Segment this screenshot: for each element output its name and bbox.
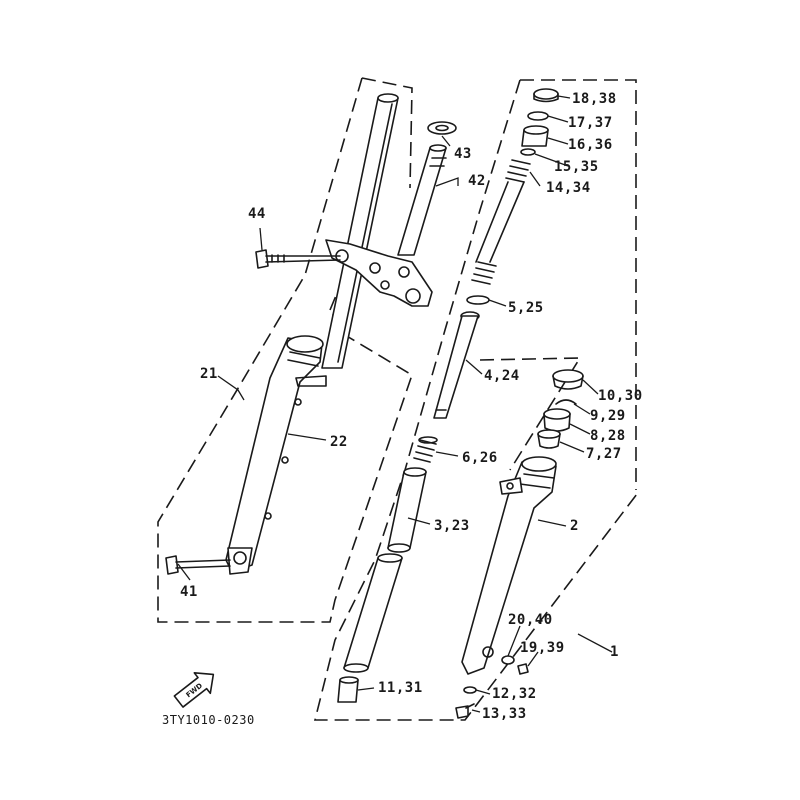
washer-15 <box>520 148 536 156</box>
label-18-38: 18,38 <box>572 91 617 107</box>
label-7-27: 7,27 <box>586 446 622 462</box>
label-12-32: 12,32 <box>492 686 537 702</box>
bolt-19 <box>517 663 529 675</box>
circlip-9 <box>555 399 577 405</box>
inner-tube-lower <box>343 553 403 673</box>
label-2: 2 <box>570 518 579 534</box>
bushing-11 <box>337 676 359 703</box>
label-21: 21 <box>200 366 218 382</box>
label-5-25: 5,25 <box>508 300 544 316</box>
axle-bolt-41 <box>165 555 231 575</box>
right-assembly-boundary <box>313 79 641 721</box>
callout-labels: 18,38 17,37 16,36 15,35 14,34 5,25 4,24 … <box>180 91 643 722</box>
fwd-arrow-icon: FWD <box>173 672 215 708</box>
damper-rod-4 <box>433 311 480 419</box>
rebound-spring-6 <box>413 436 438 463</box>
washer-20 <box>501 655 515 665</box>
label-41: 41 <box>180 584 198 600</box>
label-10-30: 10,30 <box>598 388 643 404</box>
label-19-39: 19,39 <box>520 640 565 656</box>
washer-12 <box>463 686 477 694</box>
collar-5 <box>466 295 490 305</box>
bushing-7 <box>537 429 561 449</box>
label-13-33: 13,33 <box>482 706 527 722</box>
steering-stem-42 <box>325 144 447 307</box>
label-44: 44 <box>248 206 266 222</box>
spring-14 <box>471 159 531 285</box>
label-42: 42 <box>468 173 486 189</box>
label-11-31: 11,31 <box>378 680 423 696</box>
label-43: 43 <box>454 146 472 162</box>
label-16-36: 16,36 <box>568 137 613 153</box>
oil-seal-8 <box>543 408 571 432</box>
inner-tube-22 <box>321 93 399 369</box>
drawing-code: 3TY1010-0230 <box>162 713 255 727</box>
adjuster-16 <box>521 125 549 147</box>
label-22: 22 <box>330 434 348 450</box>
label-8-28: 8,28 <box>590 428 626 444</box>
outer-tube-2 <box>461 456 557 675</box>
label-3-23: 3,23 <box>434 518 470 534</box>
bolt-13 <box>455 703 475 719</box>
label-17-37: 17,37 <box>568 115 613 131</box>
label-20-40: 20,40 <box>508 612 553 628</box>
cap-18 <box>533 88 559 103</box>
pinch-bolt-44 <box>255 249 341 269</box>
leader-lines <box>177 95 613 713</box>
bearing-43 <box>427 121 457 135</box>
spacer-3 <box>387 467 427 553</box>
dust-seal-10 <box>552 369 584 390</box>
label-9-29: 9,29 <box>590 408 626 424</box>
ring-17 <box>527 111 549 121</box>
label-6-26: 6,26 <box>462 450 498 466</box>
label-4-24: 4,24 <box>484 368 520 384</box>
label-15-35: 15,35 <box>554 159 599 175</box>
outer-tube-22 <box>225 335 327 575</box>
label-1: 1 <box>610 644 619 660</box>
label-14-34: 14,34 <box>546 180 591 196</box>
